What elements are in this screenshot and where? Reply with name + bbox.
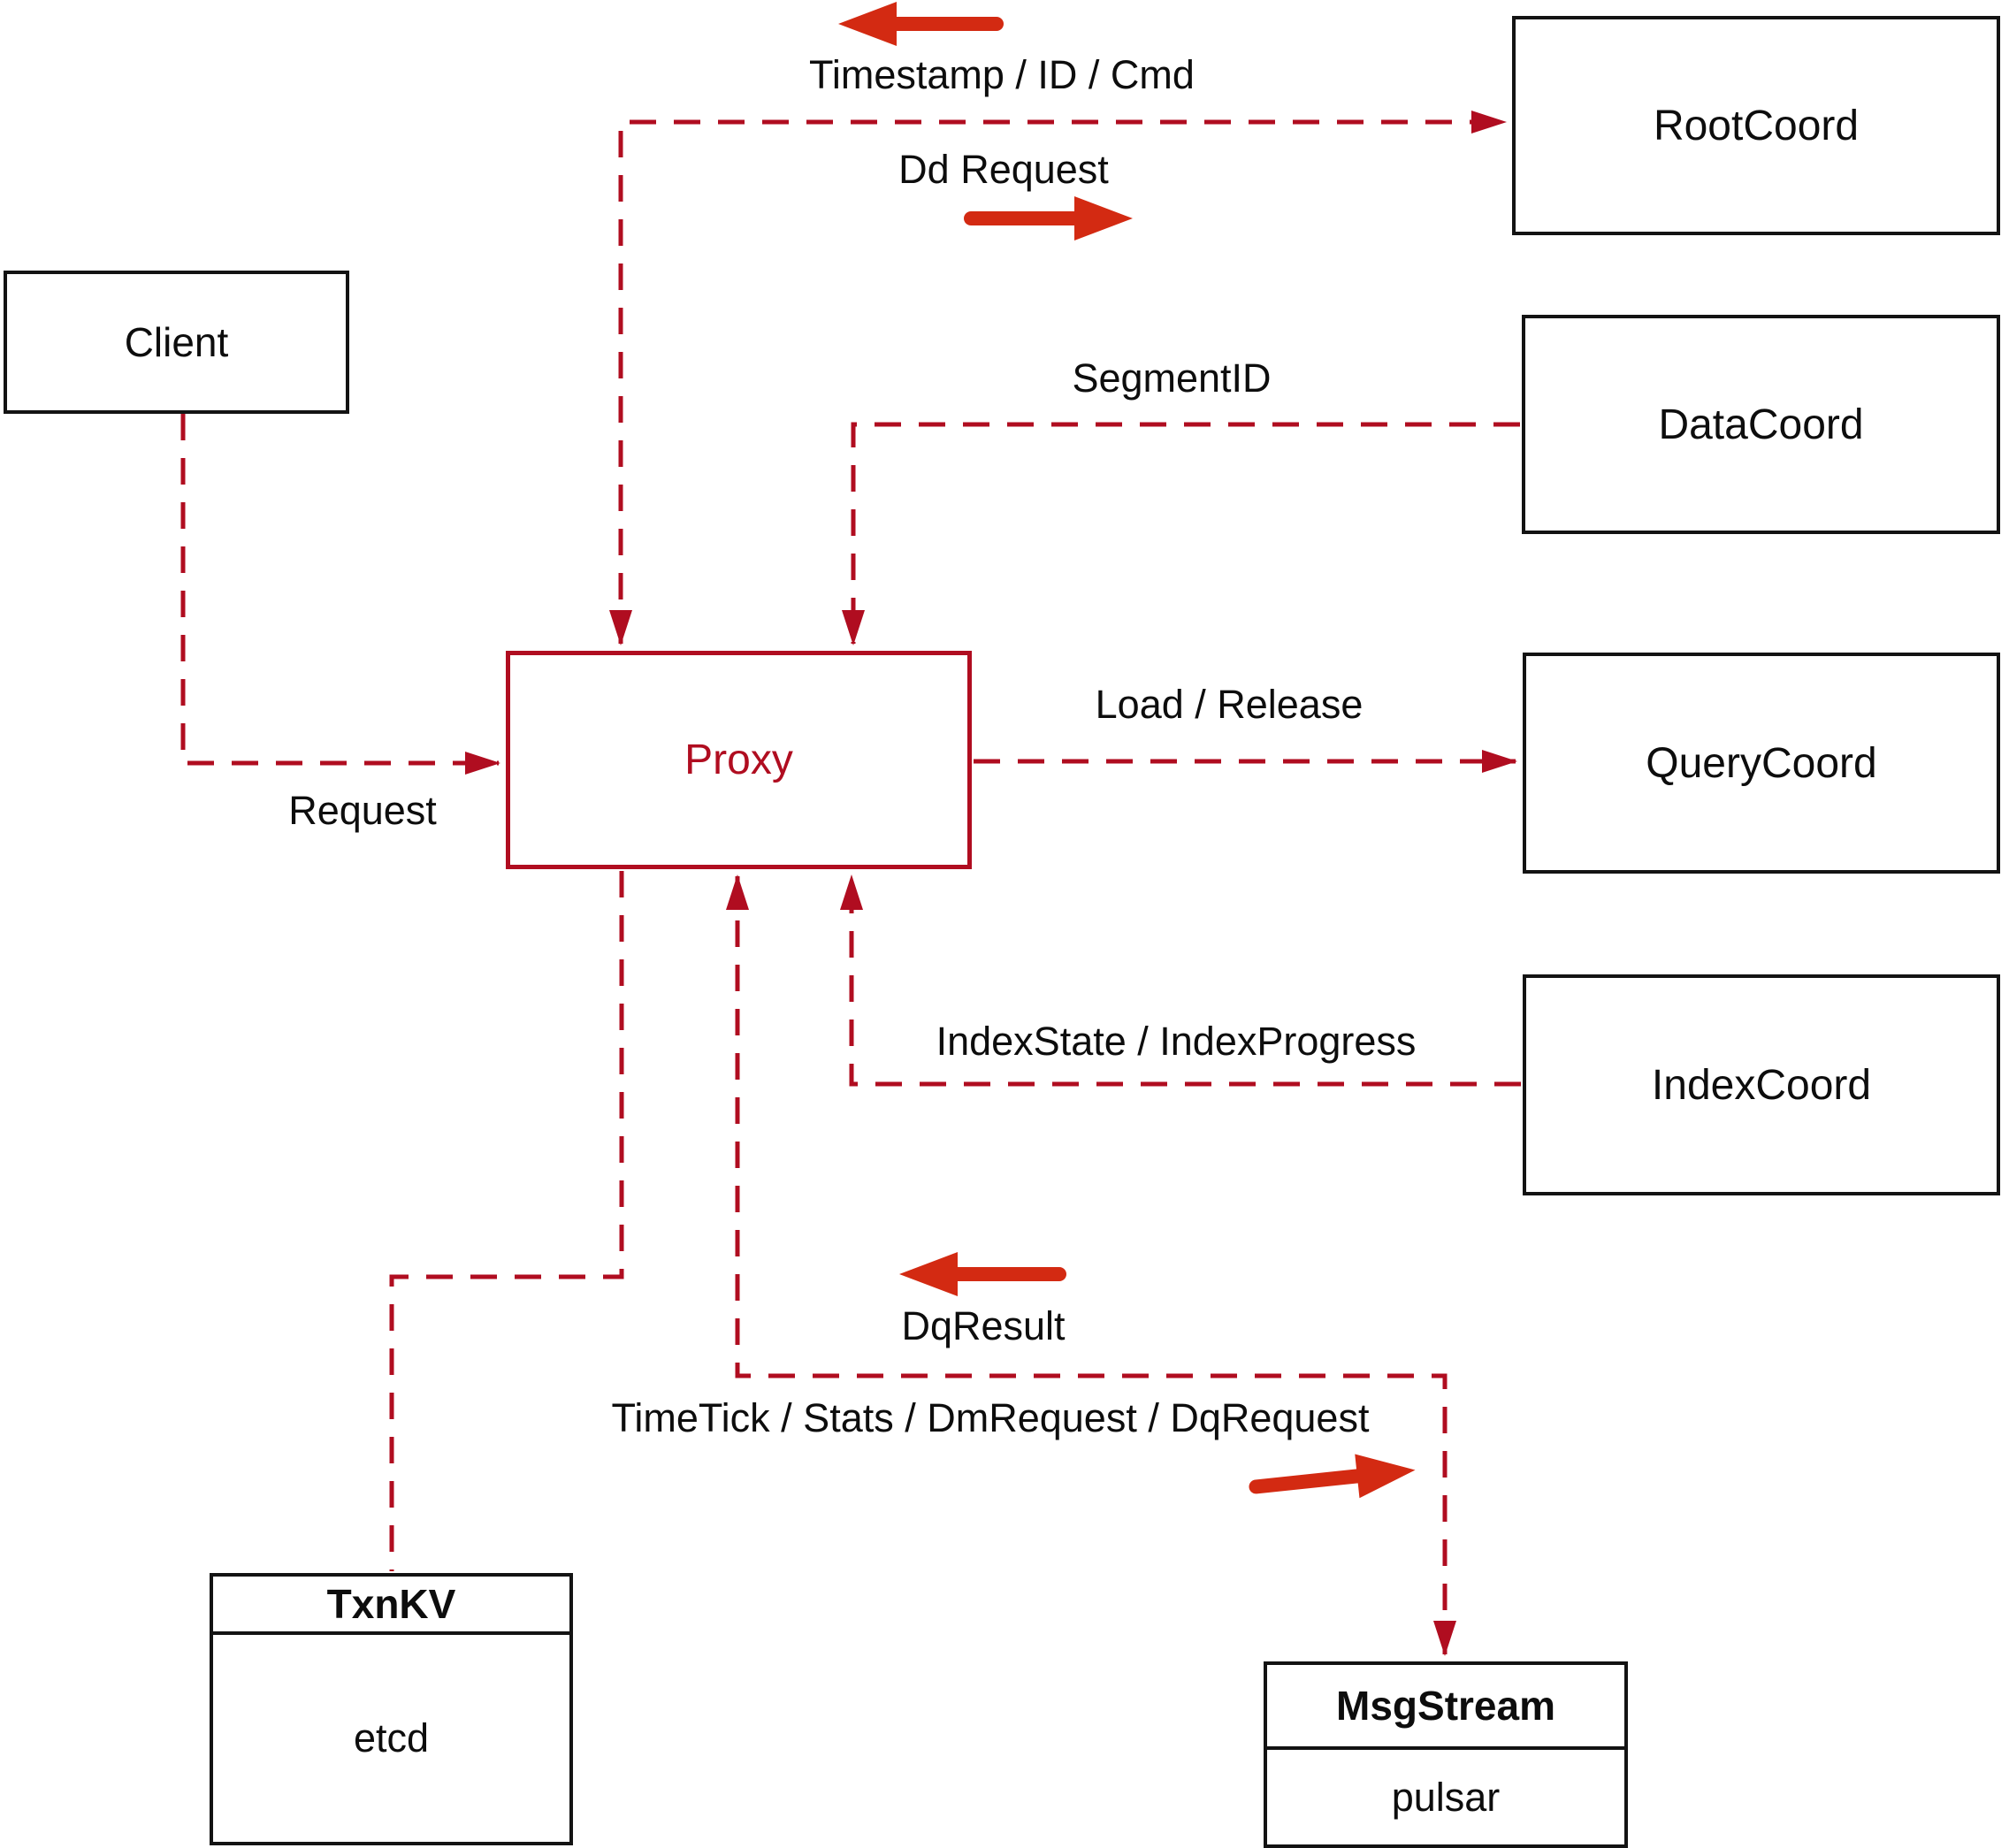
msgstream-node: MsgStream pulsar (1264, 1661, 1628, 1848)
edge-label-timestamp: Timestamp / ID / Cmd (809, 52, 1195, 97)
proxy-to-txnkv-connector (389, 871, 624, 1571)
rootcoord-node: RootCoord (1512, 16, 2000, 235)
left-direction-arrow-icon (838, 2, 1004, 46)
dqresult-left-arrow-icon (899, 1252, 1066, 1296)
right-direction-arrow-icon (964, 196, 1133, 241)
edge-label-index-state: IndexState / IndexProgress (936, 1019, 1417, 1064)
edge-label-request: Request (288, 788, 437, 833)
client-node: Client (4, 271, 349, 414)
edge-label-dq-result: DqResult (901, 1303, 1066, 1348)
proxy-rootcoord-connector (609, 111, 1507, 645)
edge-label-dd-request: Dd Request (898, 147, 1109, 192)
msgstream-title: MsgStream (1267, 1665, 1624, 1750)
edge-label-load-release: Load / Release (1095, 682, 1364, 727)
proxy-msgstream-connector (726, 874, 1456, 1656)
txnkv-subtitle: etcd (353, 1715, 430, 1760)
proxy-node: Proxy (506, 651, 972, 869)
edge-label-time-tick: TimeTick / Stats / DmRequest / DqRequest (611, 1395, 1370, 1440)
querycoord-node: QueryCoord (1523, 653, 2000, 874)
datacoord-to-proxy-connector (842, 422, 1520, 645)
indexcoord-node: IndexCoord (1523, 974, 2000, 1195)
client-to-proxy-connector (180, 414, 500, 775)
msgstream-right-arrow-icon (1249, 1454, 1416, 1499)
datacoord-node: DataCoord (1522, 315, 2000, 534)
msgstream-subtitle: pulsar (1391, 1774, 1501, 1820)
edge-label-segment-id: SegmentID (1072, 355, 1272, 401)
txnkv-node: TxnKV etcd (210, 1573, 573, 1845)
txnkv-title: TxnKV (213, 1577, 569, 1635)
